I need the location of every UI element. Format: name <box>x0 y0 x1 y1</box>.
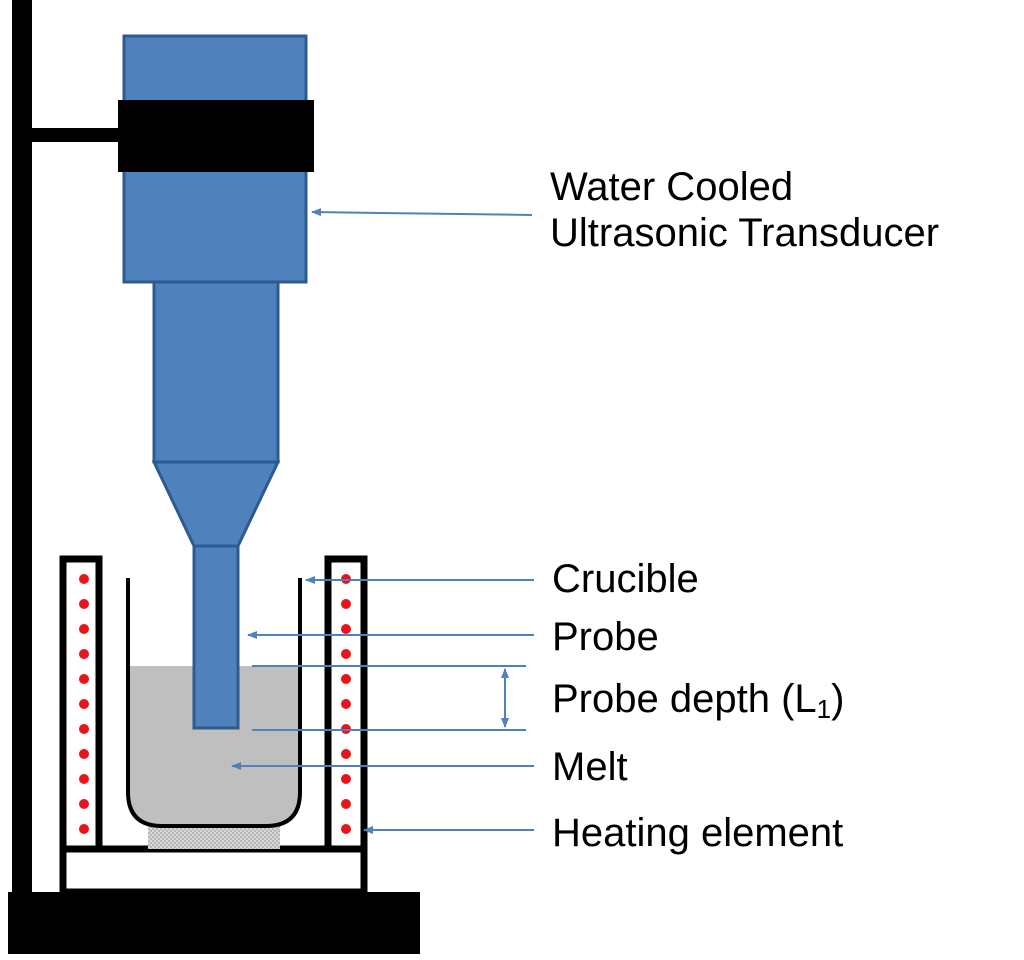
probe <box>192 544 240 730</box>
heating-dot <box>79 774 89 784</box>
heating-dot <box>341 699 351 709</box>
transducer-label-line1: Water Cooled <box>550 165 794 209</box>
booster-section <box>152 280 280 464</box>
melt <box>128 666 300 826</box>
heating-dot <box>79 824 89 834</box>
transducer-label: Water Cooled Ultrasonic Transducer <box>550 164 939 256</box>
horn-taper <box>151 460 281 548</box>
heating-dot <box>341 749 351 759</box>
probe-depth-label: Probe depth (L1) <box>552 676 844 722</box>
crucible <box>126 578 302 828</box>
transducer-clamp <box>118 100 314 172</box>
heater-platform <box>59 845 368 896</box>
stand-arm <box>30 128 122 142</box>
probe-depth-label-prefix: Probe depth (L <box>552 677 817 721</box>
heating-dot <box>79 699 89 709</box>
heating-dot <box>341 774 351 784</box>
probe-depth-label-subscript: 1 <box>816 694 832 724</box>
heating-element-right <box>341 574 351 834</box>
heating-dot <box>79 599 89 609</box>
stand-pole <box>12 0 32 900</box>
melt-label: Melt <box>552 745 628 789</box>
heating-dot <box>341 799 351 809</box>
heating-element-label: Heating element <box>552 811 844 855</box>
heating-dot <box>341 624 351 634</box>
heating-dot <box>341 824 351 834</box>
heating-dot <box>79 649 89 659</box>
heating-dot <box>79 724 89 734</box>
probe-depth-label-suffix: ) <box>831 677 845 721</box>
crucible-pad <box>148 826 280 849</box>
probe-label: Probe <box>552 615 659 659</box>
heating-dot <box>79 799 89 809</box>
transducer-pointer-arrow <box>311 208 533 217</box>
crucible-label: Crucible <box>552 557 699 601</box>
stand-base <box>8 892 420 954</box>
heating-dot <box>341 599 351 609</box>
transducer-label-line2: Ultrasonic Transducer <box>550 211 940 255</box>
heating-dot <box>341 674 351 684</box>
heating-dot <box>79 624 89 634</box>
heating-dot <box>79 749 89 759</box>
heating-dot <box>341 649 351 659</box>
heating-dot <box>79 674 89 684</box>
heating-dot <box>79 574 89 584</box>
heating-element-left <box>79 574 89 834</box>
